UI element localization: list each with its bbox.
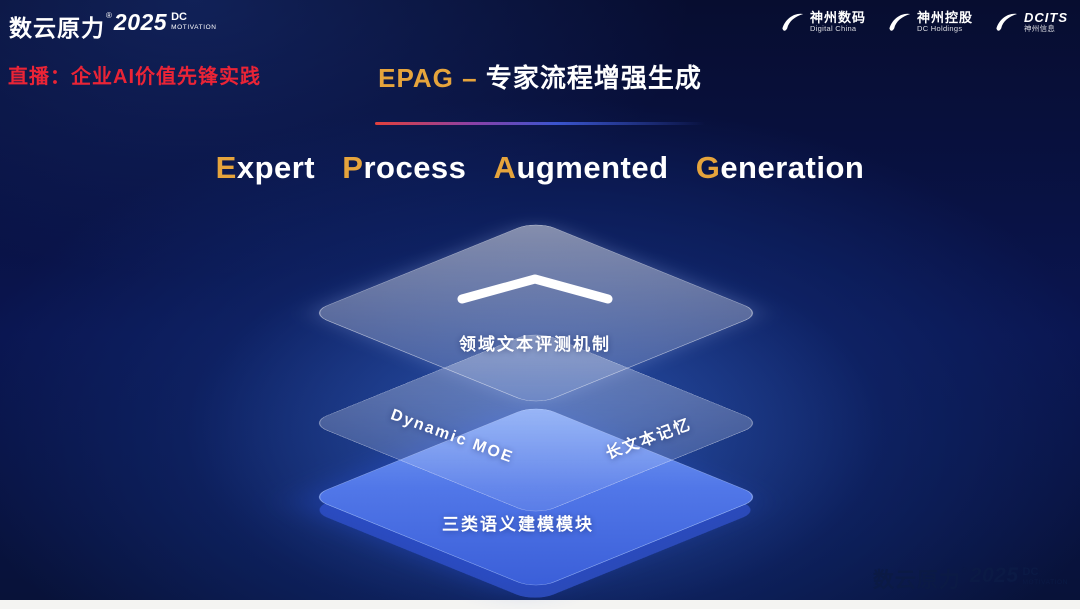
brand-year: 2025 [969,564,1019,587]
logo-subname: Digital China [809,24,857,34]
partner-logos: 神州数码 Digital China 神州控股 DC Holdings DCIT… [779,10,1068,34]
dc-holdings-swoosh-icon [886,10,912,34]
logo-name: DCITS [1024,9,1068,25]
subtitle-word: Generation [695,150,865,185]
brand-name: 数云原力 [9,15,105,41]
live-stream-label: 直播：企业AI价值先锋实践 [8,66,261,88]
registered-mark: ® [106,11,112,20]
logo-digital-china: 神州数码 Digital China [779,10,866,34]
title-dash: – [462,63,478,93]
bottom-white-strip [0,600,1080,609]
brand-dc: DC [171,11,187,23]
brand-year: 2025 [113,9,168,35]
brand-motivation: MOTIVATION [1022,579,1068,586]
footer-brand-logo: 数云原力 ® 2025 DC MOTIVATION [873,564,1068,594]
brand-subtext: DC MOTIVATION [1023,567,1068,587]
digital-china-swoosh-icon [779,10,805,34]
brand-subtext: DC MOTIVATION [171,12,216,32]
brand-logo: 数云原力 ® 2025 DC MOTIVATION [9,9,217,43]
subtitle-word: Process [342,150,467,185]
page-title: EPAG – 专家流程增强生成 [0,58,1080,95]
brand-motivation: MOTIVATION [171,24,217,31]
logo-subname: DC Holdings [916,24,963,34]
logo-subname: 神州信息 [1024,24,1056,34]
logo-dc-holdings: 神州控股 DC Holdings [886,10,973,34]
gradient-divider [375,122,705,125]
top-layer-label: 领域文本评测机制 [459,335,611,354]
chevron-up-icon [450,268,620,315]
logo-name: 神州控股 [916,9,973,25]
logo-name: 神州数码 [809,9,866,25]
registered-mark: ® [961,566,968,575]
bottom-layer-label: 三类语义建模模块 [442,515,594,534]
brand-dc: DC [1022,566,1039,578]
subtitle-word: Augmented [493,150,669,185]
logo-dcits: DCITS 神州信息 [993,10,1068,34]
title-chinese: 专家流程增强生成 [485,63,702,93]
title-acronym: EPAG [378,63,454,93]
brand-name: 数云原力 [872,569,961,592]
dcits-swoosh-icon [993,10,1019,34]
subtitle-word: Expert [215,150,316,185]
subtitle-english: Expert Process Augmented Generation [0,150,1080,186]
